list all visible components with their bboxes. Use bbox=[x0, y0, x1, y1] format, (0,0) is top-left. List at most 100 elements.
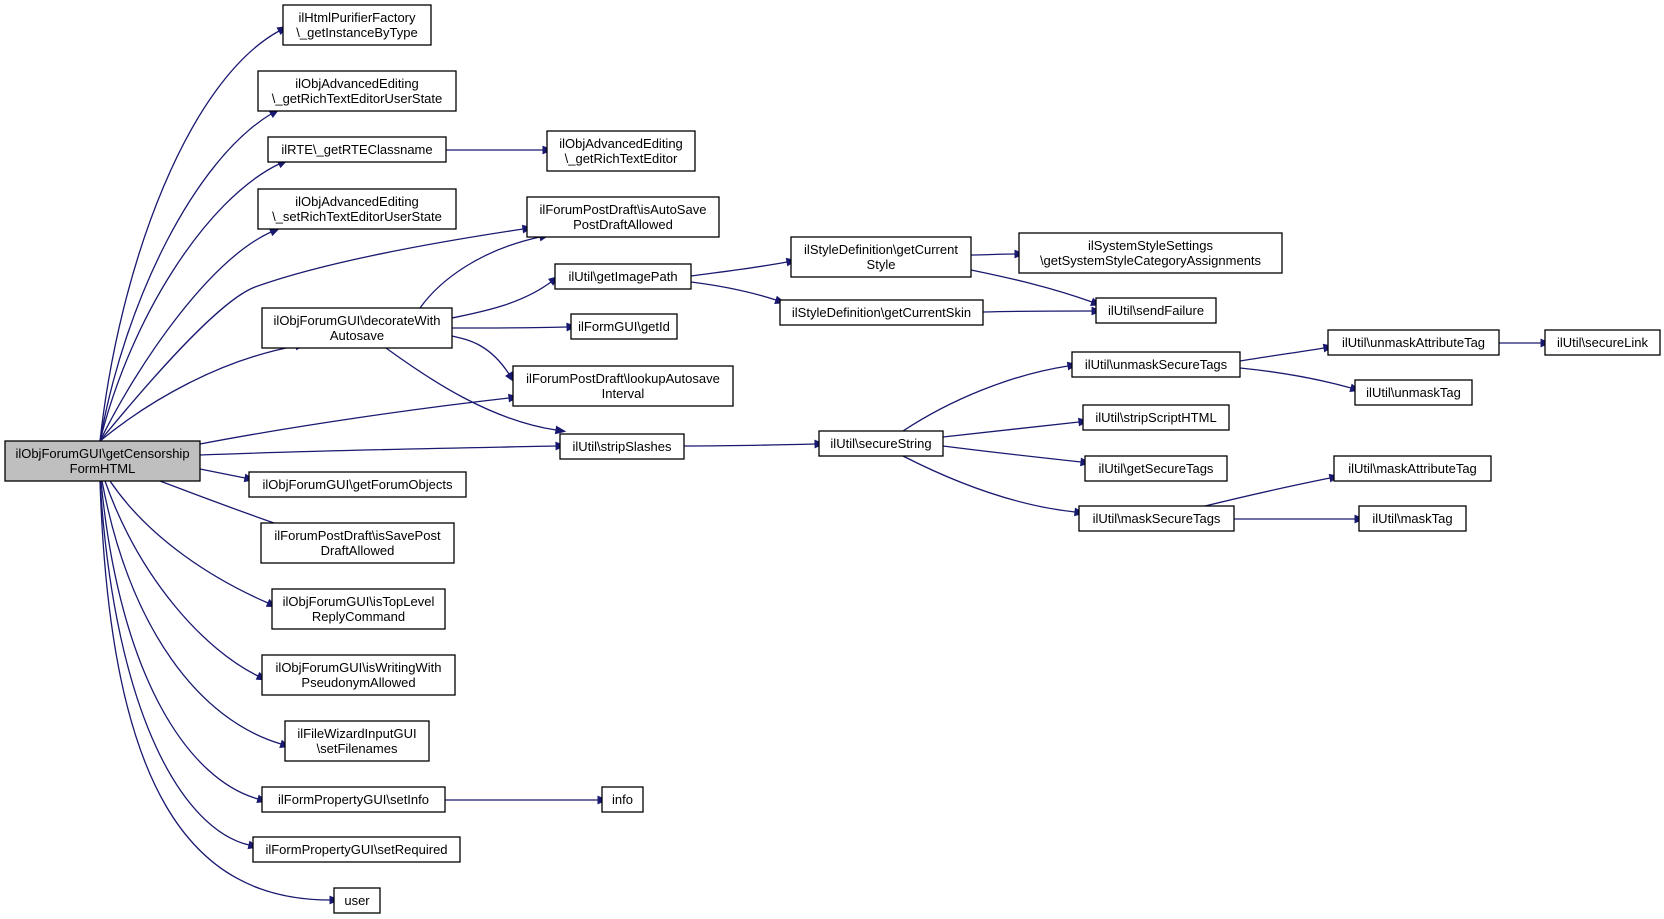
function-node[interactable]: ilUtil\sendFailure bbox=[1095, 297, 1217, 324]
call-edge-n7-n9 bbox=[451, 322, 578, 332]
call-edge-n17-n22 bbox=[1239, 367, 1361, 393]
function-node[interactable]: ilFormPropertyGUI\setRequired bbox=[252, 836, 461, 863]
function-node[interactable]: ilRTE\_getRTEClassname bbox=[267, 136, 447, 163]
node-label-line: PseudonymAllowed bbox=[301, 675, 415, 690]
function-node[interactable]: ilObjAdvancedEditing\_setRichTextEditorU… bbox=[257, 188, 457, 230]
node-label-line: ilUtil\maskAttributeTag bbox=[1348, 461, 1477, 476]
node-label-line: ilObjAdvancedEditing bbox=[295, 76, 419, 91]
node-box bbox=[1544, 329, 1661, 356]
node-label-line: ilObjForumGUI\isTopLevel bbox=[283, 594, 435, 609]
node-label-line: ilUtil\getImagePath bbox=[568, 269, 677, 284]
node-box bbox=[779, 299, 984, 326]
node-box bbox=[512, 365, 734, 407]
node-box bbox=[1358, 505, 1467, 532]
node-label-line: Interval bbox=[602, 386, 645, 401]
node-box bbox=[601, 786, 644, 813]
function-node[interactable]: ilSystemStyleSettings\getSystemStyleCate… bbox=[1018, 232, 1283, 274]
node-box bbox=[261, 786, 446, 813]
function-node[interactable]: ilUtil\stripScriptHTML bbox=[1082, 404, 1230, 431]
call-edge-root-n7 bbox=[99, 341, 307, 442]
function-node[interactable]: ilUtil\getImagePath bbox=[554, 263, 692, 290]
function-node[interactable]: ilUtil\secureLink bbox=[1544, 329, 1661, 356]
node-label-line: \getSystemStyleCategoryAssignments bbox=[1040, 253, 1262, 268]
node-box bbox=[261, 307, 453, 349]
function-node[interactable]: ilFormPropertyGUI\setInfo bbox=[261, 786, 446, 813]
function-node[interactable]: ilStyleDefinition\getCurrentSkin bbox=[779, 299, 984, 326]
node-label-line: ilObjForumGUI\isWritingWith bbox=[276, 660, 442, 675]
call-edge-n16-n19 bbox=[942, 445, 1092, 467]
call-edge-n16-n17 bbox=[902, 361, 1079, 432]
call-edge-n7-n8 bbox=[451, 275, 560, 319]
call-edge-n8-n13 bbox=[690, 281, 786, 304]
node-box bbox=[333, 887, 381, 914]
node-box bbox=[1333, 455, 1492, 482]
call-edge-n7-n11 bbox=[385, 347, 567, 435]
node-box bbox=[248, 471, 467, 498]
function-node[interactable]: ilFormGUI\getId bbox=[570, 313, 678, 340]
arrowhead-icon bbox=[554, 425, 567, 435]
function-node[interactable]: ilUtil\getSecureTags bbox=[1084, 455, 1228, 482]
function-node[interactable]: ilObjForumGUI\getForumObjects bbox=[248, 471, 467, 498]
call-edges bbox=[99, 26, 1552, 905]
node-label-line: ilForumPostDraft\isSavePost bbox=[274, 528, 441, 543]
node-box bbox=[526, 196, 720, 238]
node-box bbox=[252, 836, 461, 863]
call-edge-n17-n21 bbox=[1239, 343, 1335, 362]
function-node[interactable]: ilHtmlPurifierFactory\_getInstanceByType bbox=[282, 4, 432, 46]
node-box bbox=[257, 70, 457, 112]
node-label-line: ilUtil\stripScriptHTML bbox=[1095, 410, 1216, 425]
node-box bbox=[1084, 455, 1228, 482]
call-edge-n12-n15 bbox=[970, 269, 1102, 306]
node-label-line: ReplyCommand bbox=[312, 609, 405, 624]
node-label-line: ilStyleDefinition\getCurrentSkin bbox=[792, 305, 971, 320]
function-node[interactable]: ilForumPostDraft\isAutoSavePostDraftAllo… bbox=[526, 196, 720, 238]
node-label-line: \_getInstanceByType bbox=[296, 25, 417, 40]
function-node[interactable]: ilUtil\maskAttributeTag bbox=[1333, 455, 1492, 482]
function-node[interactable]: ilObjAdvancedEditing\_getRichTextEditorU… bbox=[257, 70, 457, 112]
function-node[interactable]: user bbox=[333, 887, 381, 914]
node-label-line: \setFilenames bbox=[317, 741, 398, 756]
node-label-line: ilUtil\sendFailure bbox=[1108, 303, 1204, 318]
function-node[interactable]: ilUtil\unmaskAttributeTag bbox=[1327, 329, 1500, 356]
node-label-line: PostDraftAllowed bbox=[573, 217, 673, 232]
function-node[interactable]: ilUtil\stripSlashes bbox=[559, 433, 685, 460]
function-node[interactable]: ilObjForumGUI\isWritingWithPseudonymAllo… bbox=[261, 654, 456, 696]
node-label-line: ilUtil\maskSecureTags bbox=[1093, 511, 1221, 526]
node-label-line: ilUtil\getSecureTags bbox=[1099, 461, 1214, 476]
node-box bbox=[284, 720, 430, 762]
node-box bbox=[1018, 232, 1283, 274]
node-box bbox=[559, 433, 685, 460]
node-label-line: ilObjForumGUI\decorateWith bbox=[274, 313, 441, 328]
function-node[interactable]: ilUtil\unmaskSecureTags bbox=[1071, 351, 1241, 378]
function-node[interactable]: ilObjAdvancedEditing\_getRichTextEditor bbox=[546, 130, 696, 172]
call-edge-n3-n4 bbox=[445, 145, 554, 155]
node-label-line: ilFormGUI\getId bbox=[578, 319, 670, 334]
function-node[interactable]: ilUtil\maskTag bbox=[1358, 505, 1467, 532]
function-node[interactable]: ilUtil\unmaskTag bbox=[1354, 379, 1473, 406]
node-label-line: DraftAllowed bbox=[321, 543, 395, 558]
call-edge-n12-n14 bbox=[970, 249, 1026, 259]
function-node[interactable]: info bbox=[601, 786, 644, 813]
call-edge-n7-n6 bbox=[419, 232, 551, 309]
node-label-line: ilUtil\maskTag bbox=[1372, 511, 1452, 526]
node-label-line: ilFormPropertyGUI\setInfo bbox=[278, 792, 429, 807]
node-box bbox=[554, 263, 692, 290]
node-label-line: ilObjAdvancedEditing bbox=[559, 136, 683, 151]
function-node[interactable]: ilUtil\maskSecureTags bbox=[1078, 505, 1235, 532]
node-box bbox=[790, 236, 972, 278]
node-label-line: ilForumPostDraft\isAutoSave bbox=[540, 202, 707, 217]
node-label-line: \_getRichTextEditorUserState bbox=[272, 91, 443, 106]
node-box bbox=[261, 654, 456, 696]
function-node[interactable]: ilUtil\secureString bbox=[818, 430, 944, 457]
call-edge-root-n30 bbox=[101, 480, 291, 749]
node-box bbox=[570, 313, 678, 340]
function-node[interactable]: ilFileWizardInputGUI\setFilenames bbox=[284, 720, 430, 762]
call-edge-n20-n25 bbox=[1234, 514, 1366, 524]
node-box bbox=[271, 588, 446, 630]
